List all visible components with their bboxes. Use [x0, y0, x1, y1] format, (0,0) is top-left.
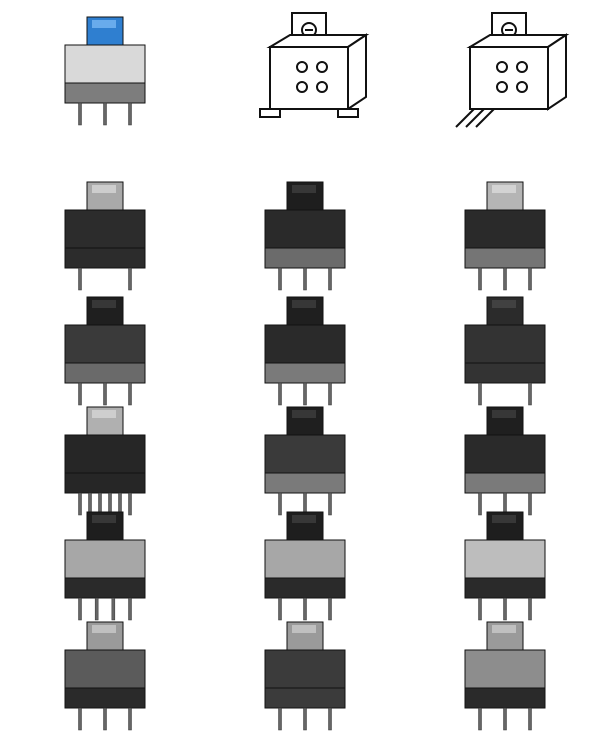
switch-item-6: [410, 170, 585, 295]
switch-item-1: [10, 5, 185, 130]
switch-illustration-3: [455, 12, 570, 128]
switch-illustration-8: [264, 296, 346, 406]
switch-item-13: [10, 500, 185, 625]
switch-illustration-13: [64, 511, 146, 621]
switch-illustration-2: [259, 12, 370, 118]
switch-illustration-10: [64, 406, 146, 516]
switch-item-11: [210, 395, 385, 520]
switch-item-12: [410, 395, 585, 520]
switch-illustration-16: [64, 621, 146, 731]
switch-illustration-14: [264, 511, 346, 621]
switch-illustration-6: [464, 181, 546, 291]
switch-illustration-9: [464, 296, 546, 406]
switch-item-10: [10, 395, 185, 520]
switch-illustration-11: [264, 406, 346, 516]
switch-item-7: [10, 285, 185, 410]
switch-illustration-1: [64, 16, 146, 126]
switch-item-14: [210, 500, 385, 625]
switch-item-3: [410, 5, 585, 130]
switch-illustration-7: [64, 296, 146, 406]
switch-item-16: [10, 610, 185, 735]
switch-item-5: [210, 170, 385, 295]
switch-illustration-18: [464, 621, 546, 731]
switch-item-8: [210, 285, 385, 410]
switch-illustration-4: [64, 181, 146, 291]
switch-item-17: [210, 610, 385, 735]
switch-illustration-15: [464, 511, 546, 621]
switch-item-18: [410, 610, 585, 735]
switch-illustration-5: [264, 181, 346, 291]
switch-item-9: [410, 285, 585, 410]
switch-illustration-12: [464, 406, 546, 516]
switch-illustration-17: [264, 621, 346, 731]
switch-item-4: [10, 170, 185, 295]
switch-item-15: [410, 500, 585, 625]
switch-item-2: [210, 5, 385, 130]
